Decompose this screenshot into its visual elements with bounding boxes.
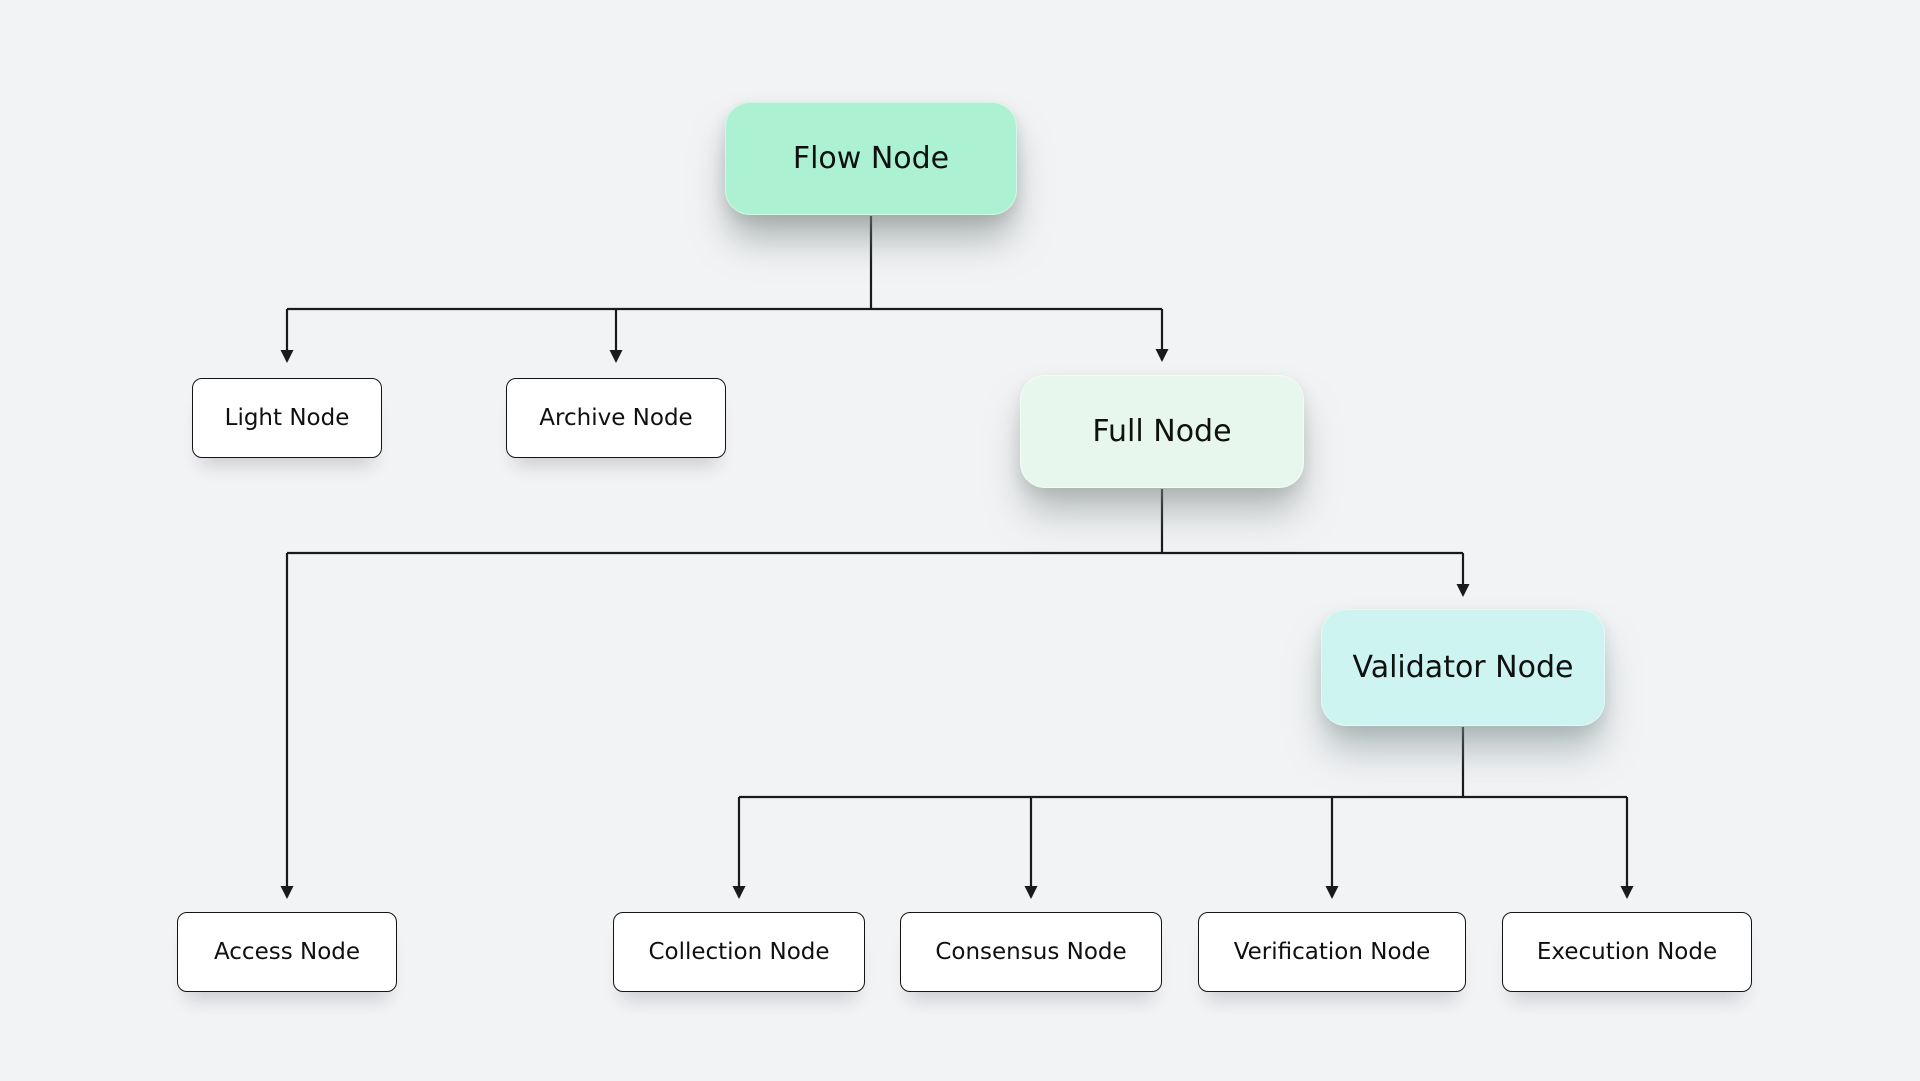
node-validator-label: Validator Node	[1352, 650, 1574, 685]
node-light: Light Node	[192, 378, 382, 458]
node-flow-label: Flow Node	[792, 141, 950, 176]
node-execution: Execution Node	[1502, 912, 1752, 992]
node-execution-label: Execution Node	[1536, 939, 1718, 965]
node-collection: Collection Node	[613, 912, 865, 992]
node-flow: Flow Node	[725, 102, 1017, 215]
node-access: Access Node	[177, 912, 397, 992]
node-verification-label: Verification Node	[1233, 939, 1431, 965]
node-verification: Verification Node	[1198, 912, 1466, 992]
node-light-label: Light Node	[224, 405, 350, 431]
node-validator: Validator Node	[1321, 609, 1605, 726]
node-access-label: Access Node	[213, 939, 361, 965]
node-consensus: Consensus Node	[900, 912, 1162, 992]
node-consensus-label: Consensus Node	[935, 939, 1127, 965]
node-full-label: Full Node	[1092, 414, 1232, 449]
node-full: Full Node	[1020, 375, 1304, 488]
node-archive: Archive Node	[506, 378, 726, 458]
node-collection-label: Collection Node	[648, 939, 830, 965]
node-archive-label: Archive Node	[539, 405, 693, 431]
